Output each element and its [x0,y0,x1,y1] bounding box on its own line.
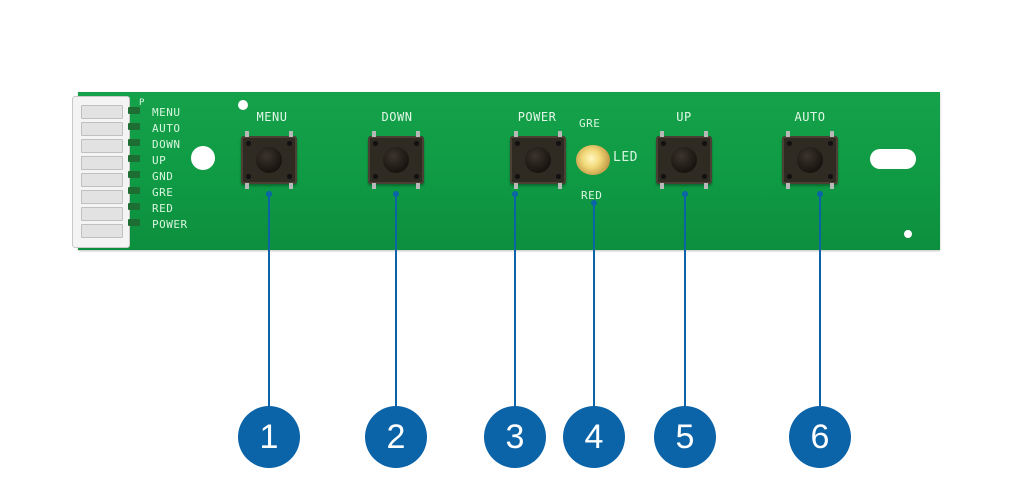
connector-pin [128,107,140,114]
power-button[interactable] [510,131,566,189]
callout-line [593,203,595,408]
connector-pin [128,171,140,178]
button-cap [525,147,551,173]
callout-badge-2: 2 [365,406,427,468]
mounting-hole [191,146,215,170]
pin-label-menu: MENU [152,106,181,119]
connector-pin [128,123,140,130]
callout-badge-5: 5 [654,406,716,468]
callout-badge-3: 3 [484,406,546,468]
pin-label-up: UP [152,154,167,167]
connector-slot [81,139,123,153]
auto-button[interactable] [782,131,838,189]
connector-slot [81,156,123,170]
connector-slot [81,224,123,238]
connector-housing [72,96,130,248]
connector-slot [81,190,123,204]
button-label-menu: MENU [256,110,288,124]
button-cap [383,147,409,173]
button-label-power: POWER [517,110,557,124]
connector-slot [81,105,123,119]
led-label-gre: GRE [579,117,601,130]
menu-button[interactable] [241,131,297,189]
up-button[interactable] [656,131,712,189]
button-label-down: DOWN [381,110,413,124]
button-cap [256,147,282,173]
pin-label-power: POWER [152,218,188,231]
mounting-slot [870,149,916,169]
callout-line [268,194,270,408]
connector-pin [128,187,140,194]
status-led [576,145,610,175]
pin-label-red: RED [152,202,174,215]
callout-badge-4: 4 [563,406,625,468]
callout-line [819,194,821,408]
mounting-hole [238,100,248,110]
connector-slot [81,122,123,136]
led-label-red: RED [581,189,603,202]
led-label: LED [613,150,638,165]
callout-badge-6: 6 [789,406,851,468]
connector-slot [81,173,123,187]
callout-line [395,194,397,408]
pin-label-down: DOWN [152,138,181,151]
callout-line [514,194,516,408]
button-label-auto: AUTO [794,110,826,124]
button-label-up: UP [676,110,692,124]
mounting-hole [904,230,912,238]
connector-pin [128,219,140,226]
connector-marker: P [139,98,145,108]
down-button[interactable] [368,131,424,189]
button-cap [797,147,823,173]
connector-pin [128,203,140,210]
pin-label-auto: AUTO [152,122,181,135]
callout-line [684,194,686,408]
connector-pin [128,155,140,162]
pin-label-gre: GRE [152,186,174,199]
callout-badge-1: 1 [238,406,300,468]
connector-slot [81,207,123,221]
button-cap [671,147,697,173]
connector-pin [128,139,140,146]
pin-label-gnd: GND [152,170,174,183]
